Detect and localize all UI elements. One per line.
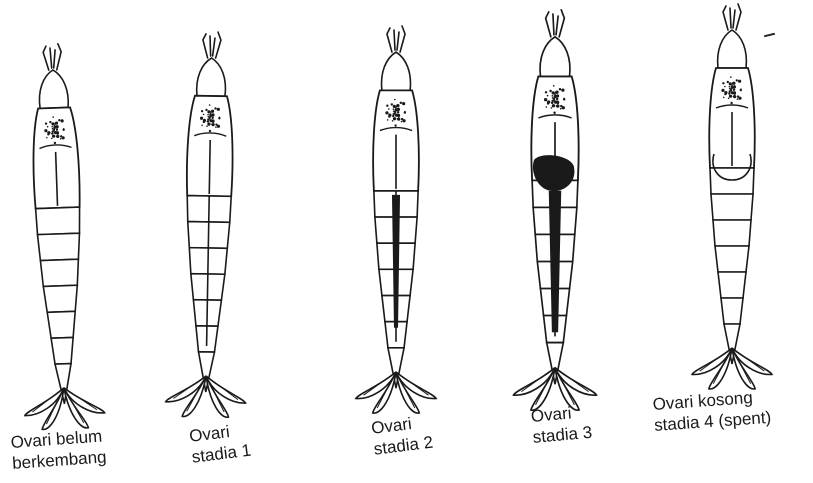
rostrum-outline bbox=[382, 52, 411, 90]
label-stadia-3: Ovari stadia 3 bbox=[530, 401, 593, 448]
abdomen-segment bbox=[721, 298, 743, 324]
antenna-lines bbox=[723, 4, 741, 30]
abdomen-segment bbox=[718, 272, 746, 298]
rostrum-outline bbox=[540, 37, 570, 77]
abdomen-segment bbox=[711, 194, 753, 220]
shrimp-belum-berkembang bbox=[12, 43, 105, 430]
antenna-lines bbox=[546, 10, 565, 37]
antenna-lines bbox=[387, 26, 405, 52]
label-stadia-4-spent: Ovari kosong stadia 4 (spent) bbox=[652, 386, 772, 436]
label-stadia-2: Ovari stadia 2 bbox=[370, 411, 434, 460]
label-stadia-1: Ovari stadia 1 bbox=[188, 419, 252, 468]
abdomen-segment bbox=[713, 220, 751, 246]
tail-fan bbox=[24, 386, 105, 430]
shrimp-stadia-1 bbox=[165, 31, 252, 417]
abdomen-segment bbox=[47, 311, 76, 338]
shrimp-stadia-2 bbox=[356, 26, 436, 413]
rostrum-outline bbox=[38, 69, 68, 108]
abdomen-segment bbox=[43, 285, 78, 312]
dorsal-midline bbox=[209, 140, 210, 194]
shrimp-stadia-3 bbox=[514, 10, 597, 410]
shrimp-stadia-4-spent bbox=[692, 4, 772, 389]
abdomen-segment bbox=[40, 259, 79, 286]
abdomen-segment bbox=[51, 337, 74, 364]
antenna-lines bbox=[203, 32, 221, 58]
abdomen-segment bbox=[715, 246, 749, 272]
rostrum-outline bbox=[197, 58, 226, 96]
tail-fan bbox=[165, 375, 246, 417]
rostrum-outline bbox=[718, 30, 747, 68]
antenna-lines bbox=[43, 44, 62, 71]
label-belum-berkembang: Ovari belum berkembang bbox=[10, 425, 107, 473]
abdomen-segment bbox=[36, 207, 81, 235]
abdomen-segment bbox=[38, 233, 81, 260]
